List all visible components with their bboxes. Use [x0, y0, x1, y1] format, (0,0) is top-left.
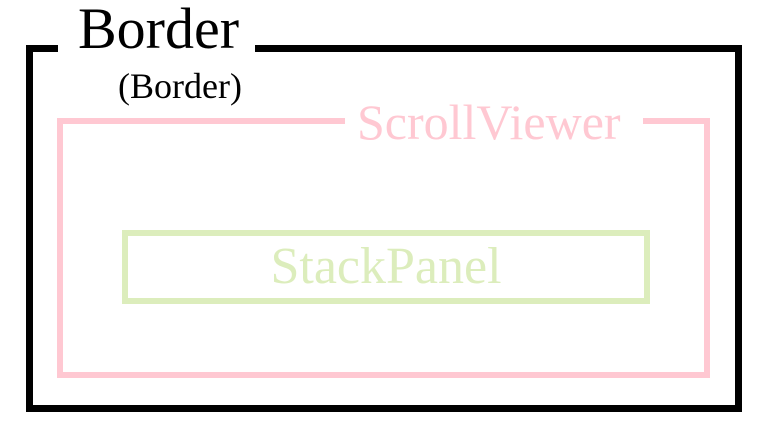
border-element-label: Border: [58, 0, 256, 58]
stackpanel-element-label: StackPanel: [270, 238, 502, 295]
scrollviewer-element-box: ScrollViewer StackPanel: [57, 97, 710, 378]
stackpanel-element-box: StackPanel: [122, 230, 650, 304]
scrollviewer-element-label: ScrollViewer: [345, 97, 643, 147]
border-element-box: Border (Border) ScrollViewer StackPanel: [26, 0, 742, 412]
border-element-type-label: (Border): [118, 66, 242, 106]
